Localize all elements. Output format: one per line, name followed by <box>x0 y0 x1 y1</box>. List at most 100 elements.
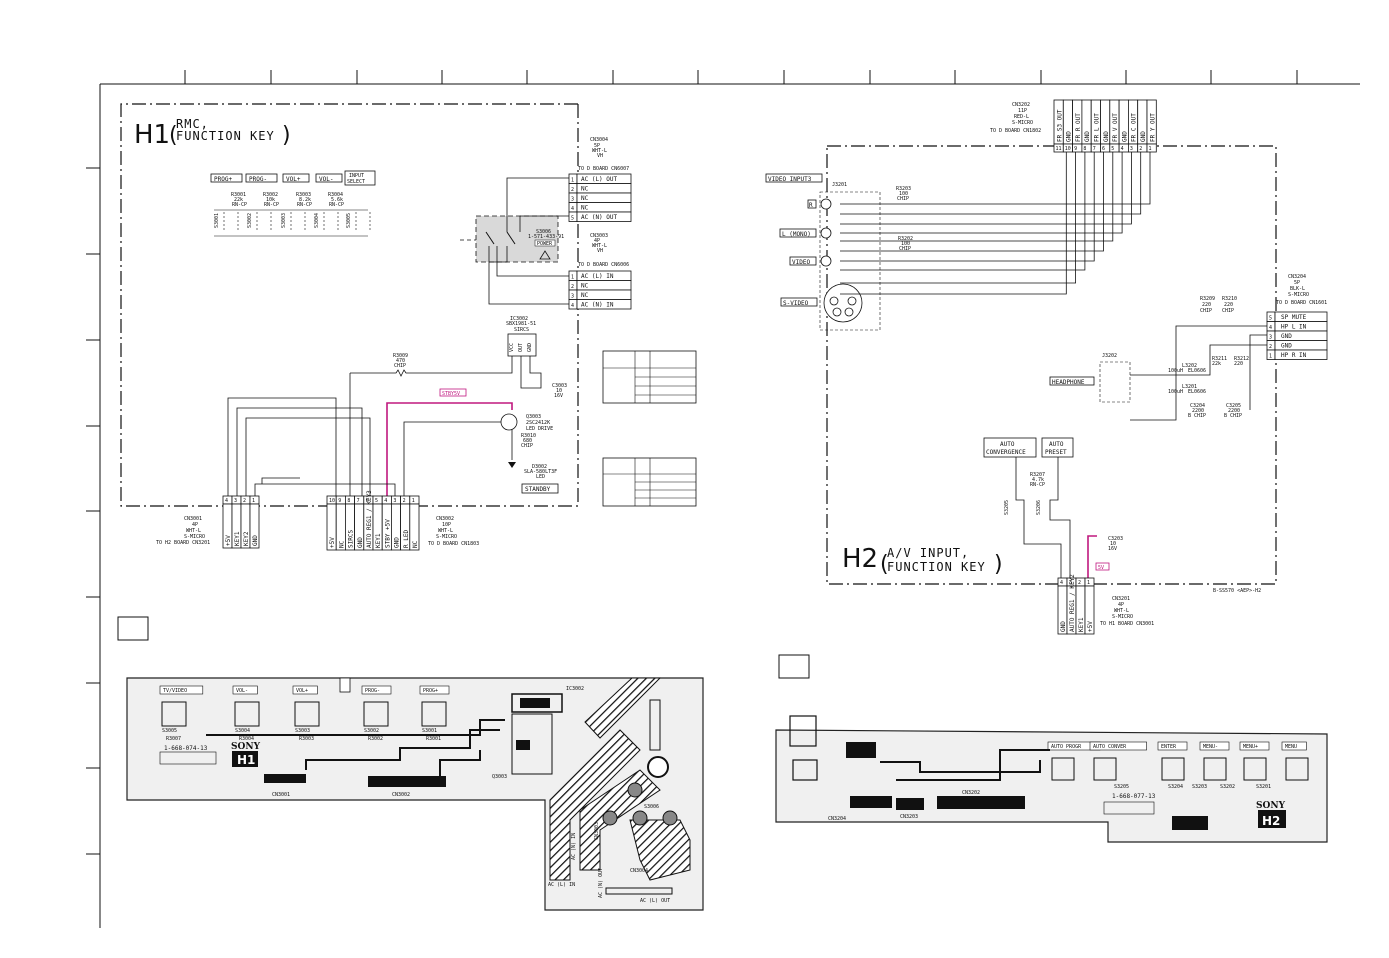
pin-number: 4 <box>571 206 574 212</box>
pin-number: 4 <box>1060 580 1063 586</box>
svg-text:10: 10 <box>556 388 562 394</box>
pin-label: GND <box>1140 131 1147 142</box>
resistor-type: RN-CP <box>329 202 344 208</box>
cn3203-footprint <box>896 798 924 810</box>
pcb-key-label-box <box>1089 741 1147 751</box>
svg-text:470: 470 <box>396 358 405 364</box>
resistor-type: RN-CP <box>264 202 279 208</box>
pin-label: KEY1 <box>375 533 382 548</box>
svg-text:1-571-433-91: 1-571-433-91 <box>528 234 564 240</box>
svg-text:CHIP: CHIP <box>899 246 911 252</box>
pin-number: 5 <box>1269 316 1272 322</box>
pcb-switch-footprint <box>363 701 389 727</box>
pin-label: KEY2 <box>243 531 250 546</box>
h2-subtitle-2: FUNCTION KEY <box>887 560 986 574</box>
pin-label: STBY +5V <box>384 519 391 548</box>
h1-subtitle-1: RMC, <box>176 117 209 131</box>
svg-text:CN3002: CN3002 <box>436 516 454 522</box>
cn3001-footprint <box>264 774 306 783</box>
pcb-switch-footprint <box>1093 757 1117 781</box>
jack-l-icon <box>820 227 832 239</box>
svg-text:CONVERGENCE: CONVERGENCE <box>986 449 1026 456</box>
v5-tag <box>1095 562 1110 571</box>
svg-text:S-MICRO: S-MICRO <box>436 534 457 540</box>
connector-pin-number <box>1146 143 1157 153</box>
pin-number: 9 <box>338 498 341 504</box>
pcb-resistor-ref: R3001 <box>426 736 441 742</box>
pin-label: NC <box>338 540 345 548</box>
svg-text:Q3003: Q3003 <box>492 774 507 780</box>
h1-schematic: H1 RMC, FUNCTION KEY ( ) PROG+PROG-VOL+V… <box>120 103 697 551</box>
pcb-switch-footprint <box>1161 757 1185 781</box>
h1-pcb-marker <box>117 616 149 641</box>
jack-r-icon <box>820 198 832 210</box>
svg-text:1-668-077-13: 1-668-077-13 <box>1112 793 1156 800</box>
pcb-switch-ref: S3002 <box>364 728 379 734</box>
pcb-key-label-box <box>1239 741 1270 751</box>
svg-text:WHT-L: WHT-L <box>186 528 201 534</box>
svg-text:VIDEO INPUT3: VIDEO INPUT3 <box>768 176 812 183</box>
led-icon <box>508 462 516 468</box>
h2-frame <box>826 145 1277 585</box>
svg-text:S3206: S3206 <box>1036 500 1042 515</box>
connector-pin <box>576 299 632 310</box>
pin-label: GND <box>1281 343 1292 350</box>
signal-wire <box>840 152 1151 205</box>
pcb-resistor-ref: R3007 <box>166 736 181 742</box>
h1-subtitle-2: FUNCTION KEY <box>176 129 275 143</box>
svg-text:CN3004: CN3004 <box>630 868 648 874</box>
stby5v-label: STBY5V <box>442 391 460 397</box>
connector-pin <box>576 211 632 222</box>
pin-number: 10 <box>1065 146 1071 152</box>
pcb-key-label-box <box>1199 741 1230 751</box>
power-switch-area <box>475 215 559 263</box>
svg-text:OUT: OUT <box>518 343 524 352</box>
resistor-type: RN-CP <box>232 202 247 208</box>
pin-number: 3 <box>1130 146 1133 152</box>
svg-text:S-MICRO: S-MICRO <box>1112 614 1133 620</box>
s3006-ref: S3006 <box>536 229 551 235</box>
svg-text:B CHIP: B CHIP <box>1224 413 1242 419</box>
pcb-key-label: AUTO CONVER <box>1093 744 1127 750</box>
pin-label: FR L OUT <box>1094 113 1101 142</box>
power-label: POWER <box>537 241 553 247</box>
svg-text:CHIP: CHIP <box>1200 308 1212 314</box>
pcb-switch-ref: S3001 <box>422 728 437 734</box>
pin-number: 4 <box>571 303 574 309</box>
resistor-value: 5.6k <box>331 197 343 203</box>
pin-label: R LED <box>403 530 410 548</box>
ic3002-ref: IC3002 <box>510 316 528 322</box>
svg-text:WHT-L: WHT-L <box>438 528 453 534</box>
jack-video-icon <box>820 255 832 267</box>
svg-text:10P: 10P <box>442 522 451 528</box>
svg-text:GND: GND <box>527 343 533 352</box>
svg-text:Q3003: Q3003 <box>526 414 541 420</box>
svg-text:R3212: R3212 <box>1234 356 1249 362</box>
svg-text:C3003: C3003 <box>552 383 567 389</box>
svg-text:CN3003: CN3003 <box>594 822 600 840</box>
svg-text:WHT-L: WHT-L <box>1114 608 1129 614</box>
pcb-key-label: VOL- <box>236 688 248 694</box>
switch-label-box <box>315 173 343 183</box>
pin-number: 6 <box>366 498 369 504</box>
svg-text:EL0606: EL0606 <box>1188 389 1206 395</box>
svg-text:BLK-L: BLK-L <box>1290 286 1305 292</box>
svg-text:R3209: R3209 <box>1200 296 1215 302</box>
svg-text:5P: 5P <box>594 143 600 149</box>
pin-label: SIRCS <box>348 530 355 548</box>
svg-text:1-668-074-13: 1-668-074-13 <box>164 745 208 752</box>
pcb-key-label-box <box>361 685 392 695</box>
sheet-border <box>86 70 1360 928</box>
signal-wire <box>840 152 1095 262</box>
svg-text:L (MONO): L (MONO) <box>782 231 811 238</box>
pcb-key-label-box <box>232 685 258 695</box>
pin-label: GND <box>1066 131 1073 142</box>
signal-wire <box>840 152 1123 234</box>
pin-number: 9 <box>1074 146 1077 152</box>
svg-text:R3202: R3202 <box>898 236 913 242</box>
svg-text:10: 10 <box>1110 541 1116 547</box>
svg-text:CN3204: CN3204 <box>828 816 846 822</box>
svg-text:R3210: R3210 <box>1222 296 1237 302</box>
